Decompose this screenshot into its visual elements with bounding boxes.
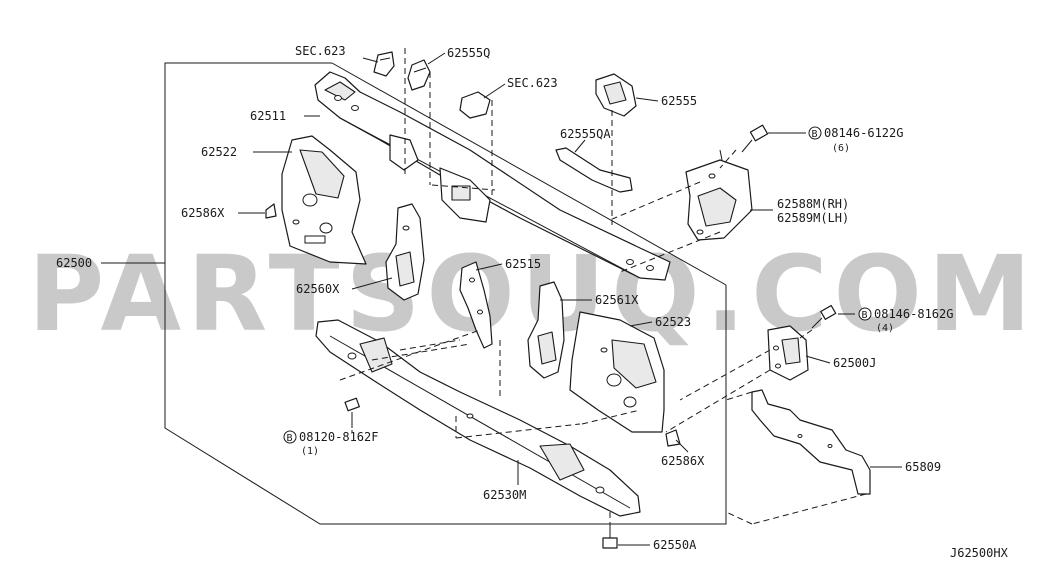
label-62586X-b[interactable]: 62586X [661,454,705,468]
part-62530M-lower-support[interactable] [315,319,641,517]
label-62500J[interactable]: 62500J [833,356,876,370]
part-62586X-clip-a[interactable] [265,203,277,219]
part-62560X-stay[interactable] [385,203,425,301]
label-62550A[interactable]: 62550A [653,538,697,552]
part-62500J-bracket[interactable] [767,325,809,381]
part-labels: SEC.623 62555Q SEC.623 62555 62511 62555… [56,44,1009,560]
svg-text:B: B [287,433,293,444]
part-62588M-62589M-bracket[interactable] [685,149,753,241]
label-qty-1: (1) [301,446,319,457]
watermark: PARTSOUQ.COM [28,233,1037,355]
part-62561X-stay[interactable] [527,281,565,379]
part-sec623-bracket-a[interactable] [373,51,395,77]
label-62500[interactable]: 62500 [56,256,92,270]
part-sec623-bracket-b[interactable] [459,91,491,119]
part-62522-side-panel[interactable] [281,135,367,265]
label-62522[interactable]: 62522 [201,145,237,159]
dashed-relationship-lines [339,48,867,525]
diagram-code: J62500HX [950,546,1009,560]
part-62555-bracket[interactable] [595,73,637,117]
part-62555Q-bracket[interactable] [407,59,431,91]
leader-lines [101,52,902,546]
label-qty-4: (4) [876,323,894,334]
label-62530M[interactable]: 62530M [483,488,526,502]
label-62515[interactable]: 62515 [505,257,541,271]
label-qty-6: (6) [832,143,850,154]
label-sec623-b[interactable]: SEC.623 [507,76,558,90]
label-62561X[interactable]: 62561X [595,293,639,307]
assembly-frame [164,62,727,525]
label-62555[interactable]: 62555 [661,94,697,108]
svg-text:B: B [862,310,868,321]
bolt-marker-08146-6122G: B [808,126,822,140]
bolt-62550A-icon[interactable] [602,524,618,549]
label-62588M[interactable]: 62588M(RH) [777,197,849,211]
label-62555QA[interactable]: 62555QA [560,127,611,141]
label-62586X-a[interactable]: 62586X [181,206,225,220]
label-62560X[interactable]: 62560X [296,282,340,296]
bolt-08146-8162G-icon[interactable] [811,304,837,329]
svg-text:B: B [812,129,818,140]
label-08146-6122G[interactable]: 08146-6122G [824,126,903,140]
part-62523-side-panel[interactable] [569,311,665,433]
label-62523[interactable]: 62523 [655,315,691,329]
label-sec623-a[interactable]: SEC.623 [295,44,346,58]
bolt-marker-08146-8162G: B [858,307,872,321]
bolt-08120-8162F-icon[interactable] [344,397,360,428]
label-62589M[interactable]: 62589M(LH) [777,211,849,225]
part-62515-stay[interactable] [459,261,493,349]
bolt-08146-6122G-icon[interactable] [741,124,769,153]
label-08120-8162F[interactable]: 08120-8162F [299,430,378,444]
part-62555QA-bracket[interactable] [555,147,633,193]
bolt-marker-08120-8162F: B [283,430,297,444]
part-65809-plate[interactable] [751,389,871,495]
label-62511[interactable]: 62511 [250,109,286,123]
label-62555Q[interactable]: 62555Q [447,46,490,60]
label-65809[interactable]: 65809 [905,460,941,474]
label-08146-8162G[interactable]: 08146-8162G [874,307,953,321]
part-62586X-clip-b[interactable] [665,429,681,447]
